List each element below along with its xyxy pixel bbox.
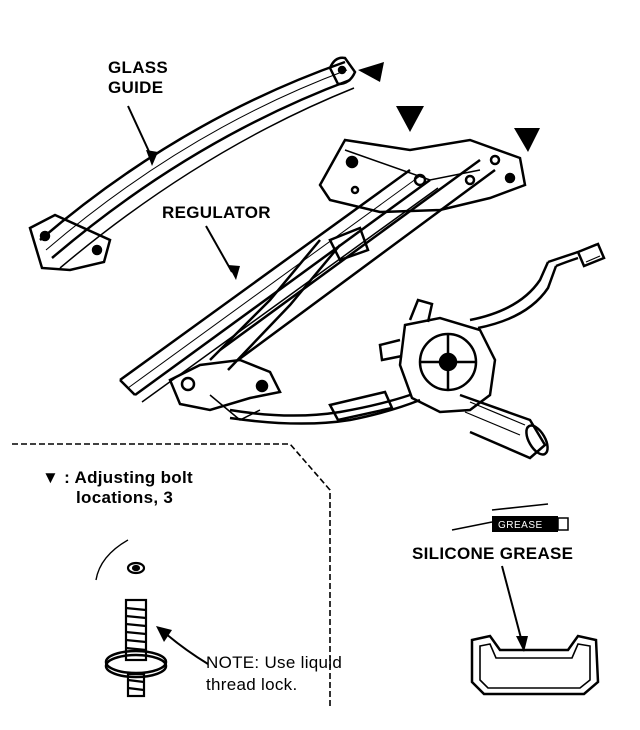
grease-tube-text: GREASE <box>498 520 543 531</box>
thread-lock-note: NOTE: Use liquid thread lock. <box>206 652 342 696</box>
glass-guide-label-line1: GLASS <box>108 58 169 77</box>
regulator-label: REGULATOR <box>162 203 271 222</box>
adjusting-bolt-markers <box>358 62 540 152</box>
adjusting-bolt-legend-line1: : Adjusting bolt <box>64 468 193 487</box>
adjusting-bolt-legend: ▼ : Adjusting bolt locations, 3 <box>42 468 193 508</box>
detail-section-border <box>12 443 331 706</box>
grease-tube: GREASE <box>451 503 569 532</box>
glass-guide-label: GLASS GUIDE <box>108 58 168 98</box>
thread-lock-note-line2: thread lock. <box>206 675 298 694</box>
thread-lock-arrow <box>156 626 209 665</box>
regulator-arrow <box>205 225 240 280</box>
thread-lock-note-line1: NOTE: Use liquid <box>206 653 343 672</box>
adjusting-bolt-legend-line2: locations, 3 <box>76 488 174 507</box>
bolt-detail <box>95 539 168 698</box>
bolt-marker-glass-guide <box>358 62 384 82</box>
glass-guide-label-line2: GUIDE <box>108 78 164 97</box>
silicone-grease-label: SILICONE GREASE <box>412 544 574 563</box>
regulator <box>119 138 527 421</box>
wire-harness <box>229 242 606 425</box>
bolt-marker-regulator-right <box>514 128 540 152</box>
grease-arrow <box>501 565 528 652</box>
bolt-marker-regulator-upper <box>396 106 424 132</box>
window-motor <box>378 298 549 460</box>
glass-guide-arrow <box>127 105 158 166</box>
adjusting-bolt-symbol: ▼ <box>42 468 60 487</box>
channel-section <box>470 634 600 696</box>
glass-guide <box>28 56 357 272</box>
